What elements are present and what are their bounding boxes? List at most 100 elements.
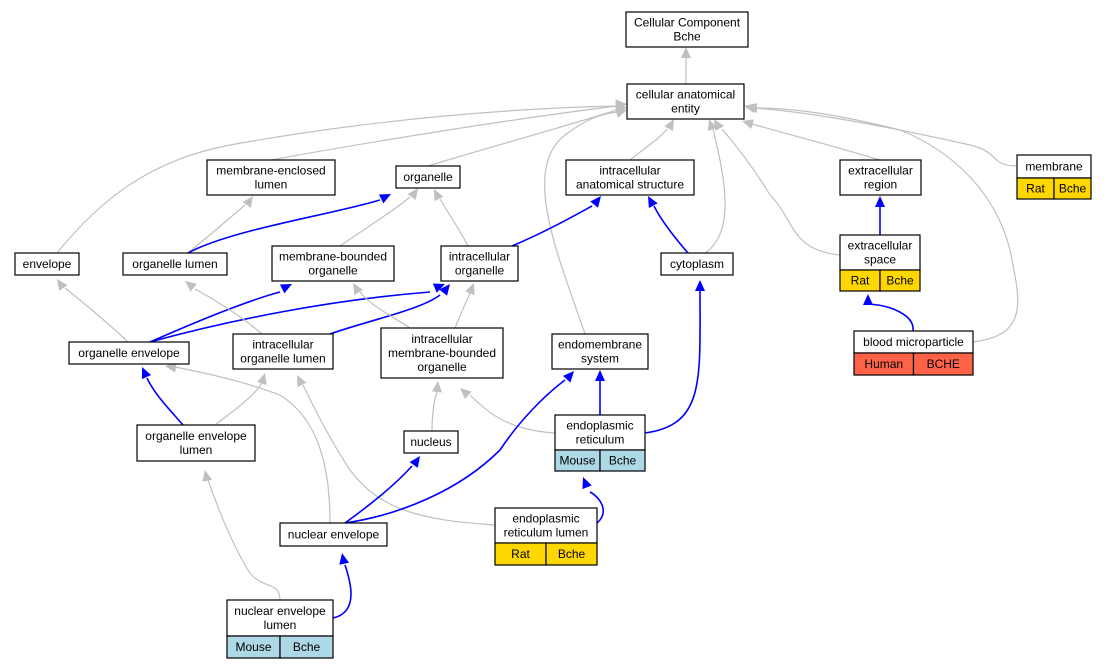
node-box [122,252,228,276]
node-label: endomembrane [558,338,642,352]
node-orgenv[interactable]: organelle envelope [68,341,190,365]
node-label: intracellular [449,250,510,264]
node-nenv[interactable]: nuclear envelope [279,522,388,547]
edge-endo-to-cae [544,108,627,335]
edge-line [174,366,331,524]
node-box [660,252,734,276]
arrowhead-icon [590,196,601,208]
edge-line [589,491,604,524]
edges-layer [56,47,1019,619]
arrowhead-icon [615,108,627,118]
node-box [625,11,749,48]
node-box [206,159,336,196]
species-cell-label: Rat [1026,182,1045,196]
edge-line [653,205,689,254]
arrowhead-icon [431,381,442,393]
edge-line [644,289,701,434]
node-organelle[interactable]: organelle [395,165,461,189]
species-cell [279,635,334,659]
node-orglumen[interactable]: organelle lumen [122,252,228,276]
edge-line [64,287,129,343]
edge-ecs-to-cae [714,119,841,256]
species-cell-label: Rat [851,274,870,288]
edge-line [721,128,841,256]
node-box [226,599,334,637]
node-box [839,234,921,271]
node-box [68,341,190,365]
node-label: organelle lumen [132,257,217,271]
node-label: blood microparticle [863,335,964,349]
node-box [395,165,461,189]
edge-bmp-to-cae [746,103,1019,343]
arrowhead-icon [863,294,873,305]
arrowhead-icon [409,456,420,468]
node-cytoplasm[interactable]: cytoplasm [660,252,734,276]
node-label: organelle lumen [240,352,325,366]
arrowhead-icon [648,196,658,209]
edge-line [214,382,263,426]
node-label: organelle envelope [145,429,247,443]
edge-membrane-to-cae [744,103,1018,167]
edge-line [469,394,556,434]
arrowhead-icon [57,279,68,291]
edge-cytoplasm-to-ias [648,196,689,254]
edge-nenv-to-orgenv [165,362,331,524]
arrowhead-icon [257,373,267,385]
edge-orgenv-to-envelope [57,279,129,343]
node-label: endoplasmic [566,419,633,433]
node-nucleus[interactable]: nucleus [403,430,459,454]
node-label: Bche [673,30,701,44]
node-label: nucleus [410,435,451,449]
species-cell [545,542,598,566]
node-label: organelle [308,264,358,278]
species-cell-label: Bche [1059,182,1087,196]
edge-line [544,111,618,335]
edge-line [629,128,668,161]
edge-mbo-to-organelle [339,188,418,247]
arrowhead-icon [242,196,253,208]
node-label: intracellular [599,164,660,178]
edge-orglumen-to-mel [187,196,253,254]
node-envelope[interactable]: envelope [14,252,80,276]
edge-orgenv-to-mbo [149,284,292,343]
species-cell [879,269,921,292]
edge-io-to-ias [511,196,601,247]
species-cell-label: Mouse [235,640,271,654]
node-label: space [864,253,896,267]
edge-line [270,105,618,161]
node-label: extracellular [848,239,913,253]
node-box [380,327,504,379]
edge-ecs-to-ecr [875,196,885,235]
edge-line [359,291,411,329]
node-label: lumen [255,178,288,192]
edge-nenv-to-endo [344,371,574,524]
arrowhead-icon [615,99,627,110]
node-box [565,159,695,196]
node-box [626,83,745,120]
node-label: membrane-bounded [388,346,496,360]
arrowhead-icon [465,283,475,296]
edge-line [194,288,263,335]
arrowhead-icon [297,375,307,388]
edge-er-to-imbo [460,388,556,434]
edge-line [344,379,566,524]
edge-line [511,205,593,247]
node-label: nuclear envelope [234,604,326,618]
